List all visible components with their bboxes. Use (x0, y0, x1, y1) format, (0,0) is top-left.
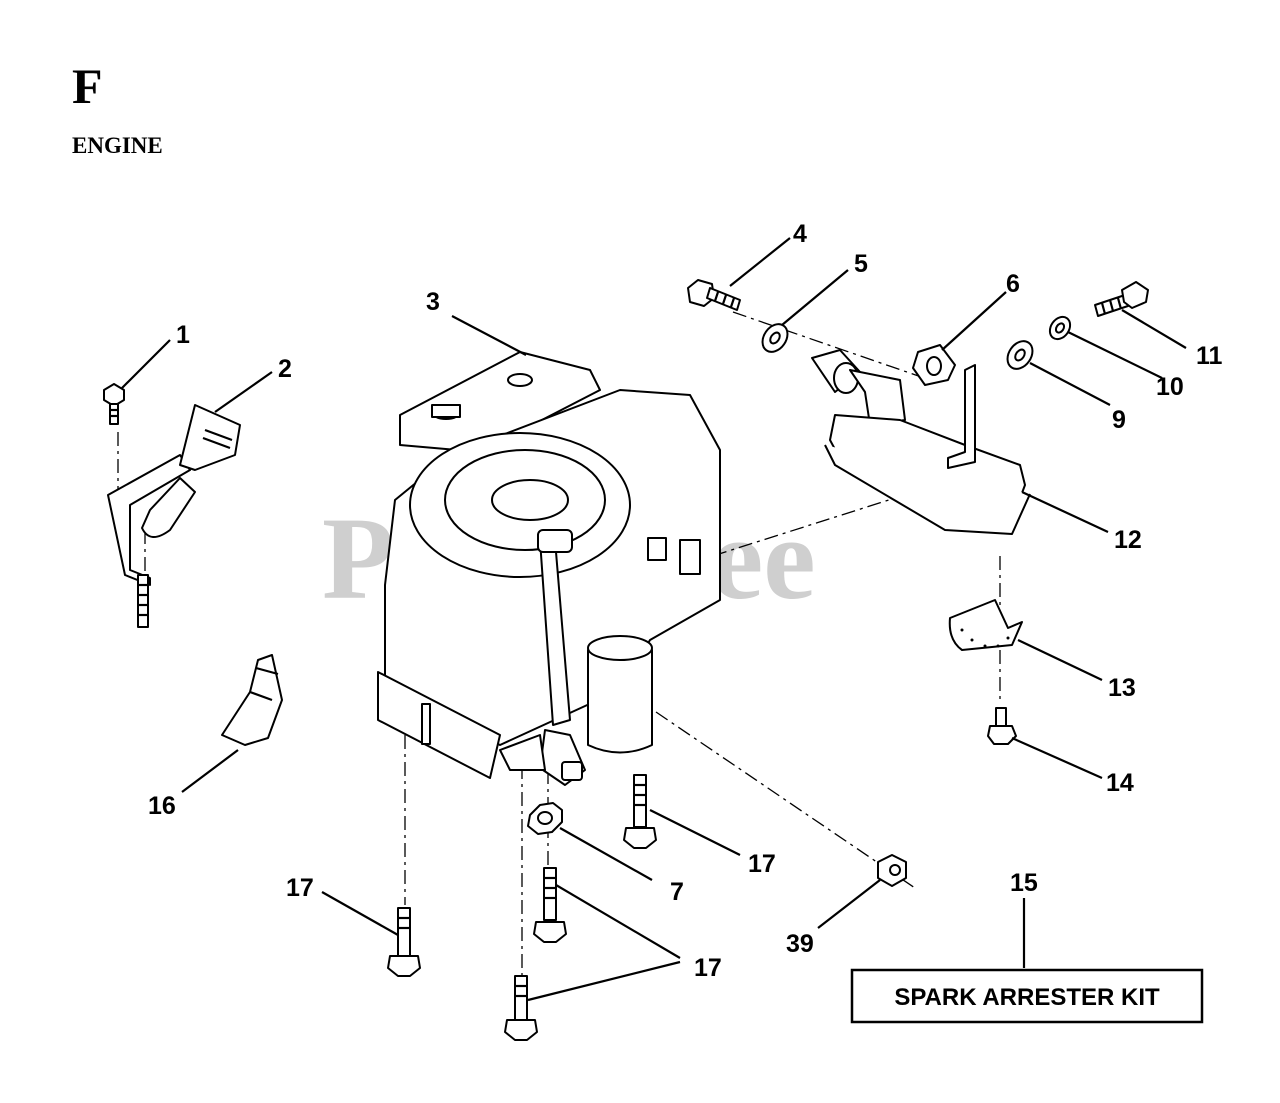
part-17-bolt-a (623, 774, 657, 849)
leader-lines (121, 237, 1187, 1002)
callout-1: 1 (176, 321, 190, 349)
callout-15: 15 (1010, 869, 1038, 897)
part-7-lockwasher (527, 802, 563, 835)
section-title: ENGINE (72, 133, 163, 158)
callout-39: 39 (786, 930, 814, 958)
part-5-washer (761, 323, 789, 353)
callout-17-a: 17 (748, 850, 776, 878)
callout-6: 6 (1006, 270, 1020, 298)
part-11-bolt (1094, 281, 1149, 317)
callout-17-b: 17 (286, 874, 314, 902)
alignment-lines (117, 311, 1001, 985)
part-12-muffler (811, 349, 1031, 535)
callout-16: 16 (148, 792, 176, 820)
callout-4: 4 (793, 220, 807, 248)
part-6-gasket (912, 344, 956, 386)
callout-9: 9 (1112, 406, 1126, 434)
part-1-bolt (103, 383, 125, 425)
spark-arrester-kit-label: SPARK ARRESTER KIT (894, 984, 1160, 1011)
callout-10: 10 (1156, 373, 1184, 401)
callout-2: 2 (278, 355, 292, 383)
part-14-screw (987, 707, 1017, 745)
part-16-bracket (221, 654, 283, 746)
callout-5: 5 (854, 250, 868, 278)
callout-12: 12 (1114, 526, 1142, 554)
part-9-washer (1006, 340, 1034, 370)
callout-11: 11 (1196, 342, 1223, 370)
part-17-bolt-b (387, 907, 421, 977)
part-2-throttle-control (107, 404, 241, 628)
callout-13: 13 (1108, 674, 1136, 702)
part-3-engine (377, 351, 721, 786)
part-17-bolt-c (533, 867, 567, 943)
callout-3: 3 (426, 288, 440, 316)
part-4-bolt (687, 279, 741, 311)
callout-17-c: 17 (694, 954, 722, 982)
callout-7: 7 (670, 878, 684, 906)
spark-arrester-kit-box: SPARK ARRESTER KIT (850, 968, 1204, 1024)
part-10-washer (1048, 315, 1072, 341)
callout-14: 14 (1106, 769, 1134, 797)
part-39-nut (877, 854, 907, 887)
page-section-letter: F (72, 58, 103, 114)
callout-labels: 1 2 3 4 5 6 7 9 10 11 12 13 14 15 16 17 … (148, 220, 1223, 982)
part-17-bolt-d (504, 975, 538, 1041)
part-13-screen (948, 599, 1023, 651)
